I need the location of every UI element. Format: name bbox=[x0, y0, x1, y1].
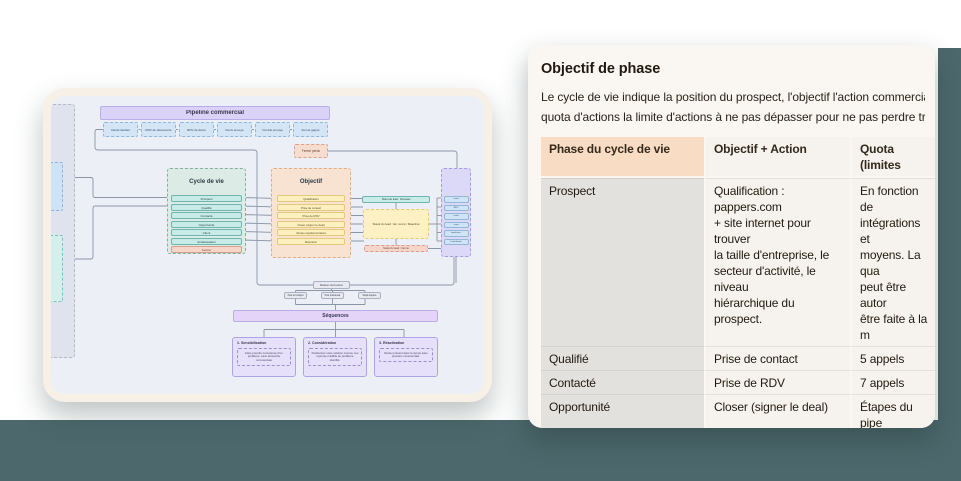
lifecycle-item-node: Ambassadeur bbox=[171, 237, 242, 245]
intro-line-1: Le cycle de vie indique la position du p… bbox=[541, 90, 925, 104]
pipeline-stage-node: RDV de découverte bbox=[141, 122, 176, 137]
pipeline-stage-node: Fermé gagné bbox=[293, 122, 328, 137]
lifecycle-item-node: Client bbox=[171, 229, 242, 236]
pipeline-stage-node: Intérêt déclaré bbox=[103, 122, 138, 137]
cell-objective-action: Prise de contact bbox=[704, 346, 850, 370]
lead-status-inprogress-node: Statut du lead : En cours / Réactivé bbox=[363, 209, 429, 239]
phase-table: Phase du cycle de vie Objectif + Action … bbox=[541, 137, 935, 428]
sequence-step-description: Positionner votre solution comme une rép… bbox=[308, 348, 362, 366]
lost-deal-node: Fermé perdu bbox=[294, 144, 328, 158]
cell-quota: 7 appels bbox=[850, 370, 935, 394]
phase-objective-card: Objectif de phase Le cycle de vie indiqu… bbox=[528, 45, 935, 428]
cell-quota: En fonction de intégrations et moyens. L… bbox=[850, 178, 935, 346]
closure-reasons-row: Pas le budget Pas intéressé Déjà équipé bbox=[284, 292, 381, 299]
leads-panel-item-node: Lead bbox=[443, 196, 469, 203]
sequence-steps-row: 1. Sensibilisation Faire prendre conscie… bbox=[232, 337, 438, 377]
sequence-step-description: Rester présent dans le temps sans pressi… bbox=[379, 348, 433, 363]
leads-panel-item-node: RDV bbox=[443, 204, 469, 211]
leads-panel-item-node: Lead bbox=[443, 221, 469, 228]
sequence-step-node: 1. Sensibilisation Faire prendre conscie… bbox=[232, 337, 296, 377]
left-clipped-teal-node bbox=[51, 235, 63, 302]
closure-reason-chip: Pas le budget bbox=[284, 292, 307, 299]
left-clipped-panel bbox=[51, 104, 75, 358]
header-quota: Quota (limites bbox=[850, 137, 935, 178]
leads-panel-item-node: Lead réac. bbox=[443, 230, 469, 237]
objective-item-node: Qualification bbox=[277, 195, 345, 202]
lead-status-closed-node: Statut du lead : Fermé bbox=[364, 245, 428, 252]
lifecycle-title: Cycle de vie bbox=[189, 179, 224, 185]
objective-item-node: Prise de contact bbox=[277, 203, 345, 211]
lifecycle-closed-node: Fermé bbox=[171, 246, 242, 253]
objective-item-node: Ventes supplémentaires bbox=[277, 229, 345, 236]
cell-quota: Étapes du pipe commercial bbox=[850, 394, 935, 428]
card-title: Objectif de phase bbox=[541, 61, 661, 77]
pipeline-stage-node: RDV de démo bbox=[179, 122, 214, 137]
header-phase: Phase du cycle de vie bbox=[541, 137, 704, 178]
page-background-bottom bbox=[0, 420, 961, 481]
lifecycle-item-node: Prospect bbox=[171, 195, 242, 202]
objective-item-node: Prise de RDV bbox=[277, 212, 345, 219]
sequence-step-description: Faire prendre conscience d'un problème, … bbox=[237, 348, 291, 366]
cell-phase: Contacté bbox=[541, 370, 704, 394]
objective-item-node: Rétention bbox=[277, 237, 345, 245]
sequence-step-title: 3. Réactivation bbox=[379, 341, 405, 345]
sequence-step-node: 3. Réactivation Rester présent dans le t… bbox=[374, 337, 438, 377]
cell-quota: 5 appels bbox=[850, 346, 935, 370]
cell-objective-action: Closer (signer le deal) bbox=[704, 394, 850, 428]
closure-reason-chip: Pas intéressé bbox=[321, 292, 344, 299]
sequences-title: Séquences bbox=[322, 313, 349, 319]
lost-deal-label: Fermé perdu bbox=[301, 149, 321, 153]
sequences-bar: Séquences bbox=[233, 310, 438, 322]
closure-reason-chip: Déjà équipé bbox=[358, 292, 381, 299]
lead-status-inprogress-label: Statut du lead : En cours / Réactivé bbox=[372, 222, 420, 226]
lead-status-new-node: Statut du lead : Nouveau bbox=[362, 196, 430, 203]
leads-panel-item-node: Lead fermé bbox=[443, 238, 469, 245]
closure-reason-node: Raison fermeture bbox=[313, 281, 350, 289]
cell-phase: Opportunité bbox=[541, 394, 704, 428]
pipeline-stage-node: Contrat envoyé bbox=[255, 122, 290, 137]
cell-objective-action: Qualification : pappers.com + site inter… bbox=[704, 178, 850, 346]
page-background-right bbox=[938, 48, 961, 481]
leads-panel-item-node: Lead bbox=[443, 213, 469, 220]
objective-title: Objectif bbox=[299, 179, 323, 185]
left-clipped-blue-node bbox=[51, 162, 63, 211]
intro-line-2: quota d'actions la limite d'actions à ne… bbox=[541, 110, 925, 124]
header-objective-action: Objectif + Action bbox=[704, 137, 850, 178]
lifecycle-item-node: Qualifié bbox=[171, 203, 242, 211]
objective-item-node: Closer (signer le deal) bbox=[277, 220, 345, 228]
cell-phase: Prospect bbox=[541, 178, 704, 346]
sequence-step-title: 1. Sensibilisation bbox=[237, 341, 267, 345]
cell-objective-action: Prise de RDV bbox=[704, 370, 850, 394]
pipeline-stage-node: Devis envoyé bbox=[217, 122, 252, 137]
pipeline-title-node: Pipeline commercial bbox=[100, 106, 330, 120]
pipeline-title-label: Pipeline commercial bbox=[185, 110, 245, 116]
lifecycle-item-node: Opportunité bbox=[171, 220, 242, 228]
cell-phase: Qualifié bbox=[541, 346, 704, 370]
sequence-step-node: 2. Considération Positionner votre solut… bbox=[303, 337, 367, 377]
lifecycle-item-node: Contacté bbox=[171, 212, 242, 219]
sequence-step-title: 2. Considération bbox=[308, 341, 337, 345]
